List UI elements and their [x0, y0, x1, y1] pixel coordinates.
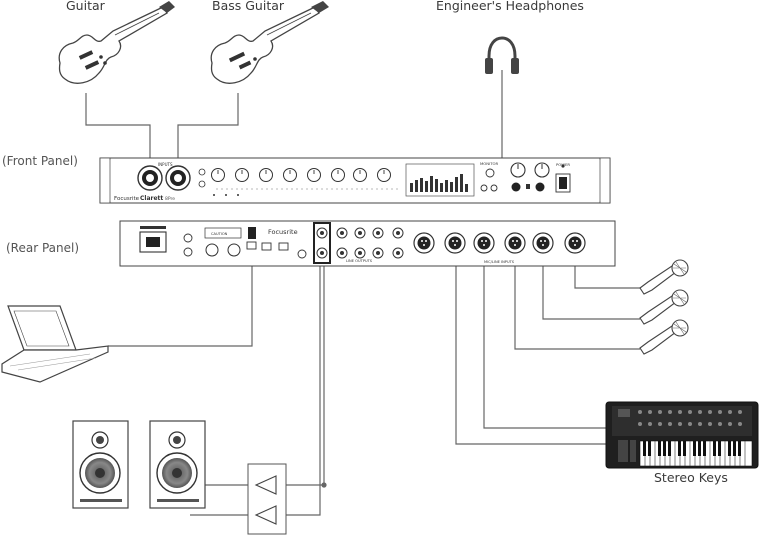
label-rear-panel: (Rear Panel) [6, 241, 80, 255]
cable-mic-3 [514, 262, 640, 350]
synth-keyboard-icon [605, 401, 759, 469]
cable-line-out-2 [276, 262, 321, 516]
mic-line-inputs[interactable] [413, 232, 586, 254]
front-panel: Focusrite Clarett 8Pre INPUTS MONITOR PO… [99, 157, 611, 204]
rear-brand: Focusrite [268, 228, 298, 236]
speaker-icon [72, 420, 129, 509]
guitar-icon [210, 1, 329, 84]
laptop-icon [1, 305, 109, 383]
microphone-icon [639, 259, 689, 295]
rear-line-outputs-label: LINE OUTPUTS [346, 259, 373, 263]
microphone-icon [639, 319, 689, 355]
thunderbolt-port[interactable] [246, 241, 257, 250]
cable-keys-2 [455, 262, 610, 445]
cable-keys-1 [483, 262, 610, 429]
cable-guitar [85, 93, 151, 163]
junction-dot [321, 482, 327, 488]
front-model-suffix: 8Pre [165, 196, 175, 202]
headphones-icon [485, 36, 519, 74]
label-front-panel: (Front Panel) [2, 154, 78, 168]
front-model: Clarett [140, 195, 163, 202]
cable-line-out-1 [276, 262, 325, 486]
monitor-knob-2[interactable] [534, 162, 550, 178]
label-guitar: Guitar [66, 0, 105, 13]
label-headphones: Engineer's Headphones [436, 0, 584, 13]
rear-mic-inputs-label: MIC/LINE INPUTS [484, 260, 515, 264]
front-power-label: POWER [556, 162, 570, 167]
front-brand: Focusrite [114, 196, 140, 202]
rear-panel: CAUTION Focusrite LINE OUTPUTS [119, 220, 616, 267]
speaker-icon [149, 420, 206, 509]
guitar-icon [58, 1, 175, 84]
combo-input-2[interactable] [165, 165, 191, 191]
combo-input-1[interactable] [137, 165, 163, 191]
gain-knobs[interactable] [211, 168, 391, 182]
microphone-icon [639, 289, 689, 325]
front-inputs-label: INPUTS [158, 162, 173, 167]
label-stereo-keys: Stereo Keys [654, 470, 728, 485]
cable-mic-2 [542, 262, 640, 320]
cable-laptop [108, 262, 253, 347]
amplifier-icon [247, 463, 287, 535]
level-meter [405, 163, 475, 197]
monitor-knob-1[interactable] [510, 162, 526, 178]
headphone-jack[interactable] [535, 182, 545, 192]
cable-bass [177, 93, 239, 163]
cable-mic-1 [574, 262, 640, 289]
front-monitor-label: MONITOR [480, 161, 499, 166]
power-switch[interactable] [555, 173, 571, 193]
headphone-jack[interactable] [511, 182, 521, 192]
label-bass-guitar: Bass Guitar [212, 0, 285, 13]
rear-caution-label: CAUTION [211, 232, 228, 236]
